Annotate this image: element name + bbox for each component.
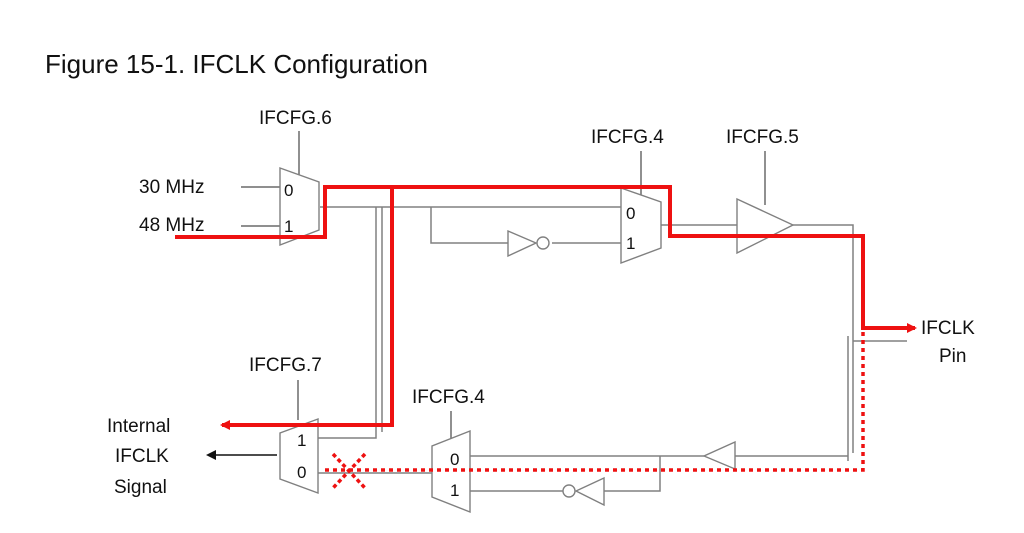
mux-ifcfg4-top-pin-1: 1 [626,234,635,253]
internal-signal-label-line2: IFCLK [115,446,169,467]
mux-ifcfg4-bottom-pin-1: 1 [450,481,459,500]
ifcfg6-label: IFCFG.6 [259,108,332,129]
input-48mhz-label: 48 MHz [139,215,204,236]
input-buffer [702,440,736,471]
input-30mhz-label: 30 MHz [139,177,204,198]
output-buffer [736,197,795,255]
inverter-top [507,229,550,258]
internal-signal-label-line3: Signal [114,477,167,498]
internal-signal-label-line1: Internal [107,416,170,437]
ifclk-pin-label: IFCLK [921,318,975,339]
disabled-x-mark [331,452,367,490]
ifcfg7-label: IFCFG.7 [249,355,322,376]
ifcfg4-top-label: IFCFG.4 [591,127,664,148]
mux-ifcfg6-pin-1: 1 [284,217,293,236]
mux-ifcfg6: 0 1 [279,167,320,247]
ifcfg4-bottom-label: IFCFG.4 [412,387,485,408]
mux-ifcfg4-top-pin-0: 0 [626,204,635,223]
mux-ifcfg4-top: 0 1 [620,187,662,265]
mux-ifcfg4-bottom: 0 1 [431,429,471,514]
mux-ifcfg7: 1 0 [279,417,319,495]
ifclk-pin-label-line2: Pin [939,346,966,367]
figure-title: Figure 15-1. IFCLK Configuration [45,49,428,79]
disabled-feedback-path [322,236,865,490]
inverter-bottom [562,476,605,507]
mux-ifcfg6-pin-0: 0 [284,181,293,200]
mux-ifcfg7-pin-0: 0 [297,463,306,482]
active-clock-path [175,185,917,430]
ifcfg5-label: IFCFG.5 [726,127,799,148]
mux-ifcfg4-bottom-pin-0: 0 [450,450,459,469]
wiring [206,131,907,492]
mux-ifcfg7-pin-1: 1 [297,431,306,450]
